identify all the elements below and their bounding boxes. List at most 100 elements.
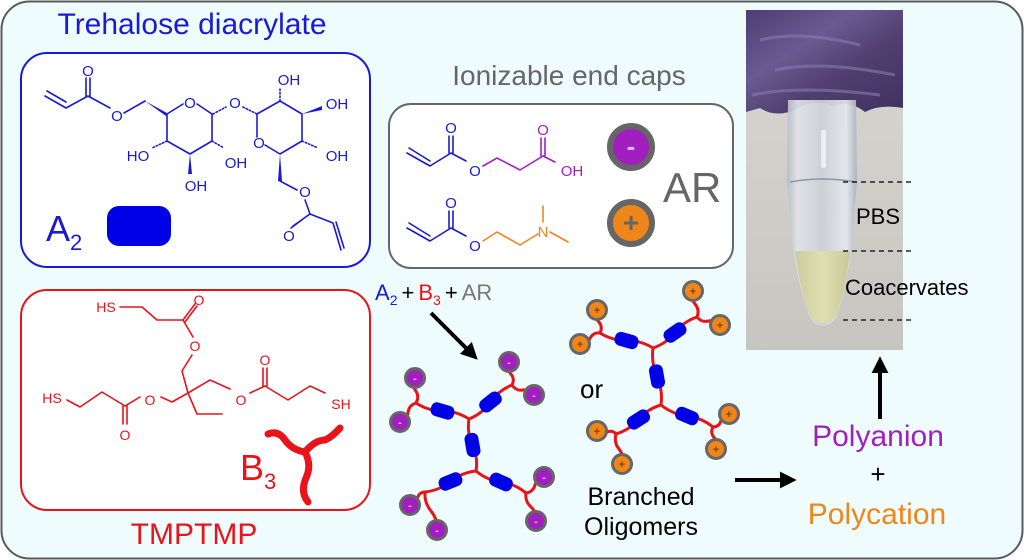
end-cap-bead bbox=[705, 438, 727, 460]
atom-o: O bbox=[445, 120, 457, 137]
charge-sign: - bbox=[534, 516, 538, 528]
coacervate-layer bbox=[795, 251, 850, 323]
arrow-to-anionic-oligomer bbox=[429, 311, 478, 360]
b3-caption: TMPTMP bbox=[131, 518, 258, 551]
b3-box bbox=[20, 289, 371, 511]
atom-hs: HS bbox=[96, 299, 115, 315]
end-cap-bead bbox=[399, 494, 421, 516]
charge-sign: + bbox=[594, 305, 600, 317]
a2-unit bbox=[430, 402, 455, 420]
a2-unit bbox=[663, 322, 687, 343]
polycation-label: Polycation bbox=[808, 498, 946, 531]
charge-sign: + bbox=[594, 426, 600, 438]
end-cap-bead bbox=[523, 384, 545, 406]
end-cap-bead bbox=[525, 510, 547, 532]
charge-sign: - bbox=[507, 357, 511, 369]
atom-n: N bbox=[538, 224, 549, 241]
atom-sh: SH bbox=[331, 396, 350, 412]
atom-o: O bbox=[236, 392, 247, 408]
charge-sign: + bbox=[717, 320, 723, 332]
end-cap-bead bbox=[682, 280, 704, 302]
anion-charge-icon bbox=[607, 123, 655, 171]
end-cap-bead bbox=[611, 453, 633, 475]
b3-panel: HS O O O O SH O O HS B3 TMPTM bbox=[20, 289, 371, 551]
atom-o: O bbox=[537, 122, 549, 139]
charge-sign: + bbox=[577, 339, 583, 351]
trehalose-diacrylate-structure: O O O O O HO OH OH OH bbox=[44, 63, 349, 251]
atom-o: O bbox=[283, 228, 295, 245]
atom-o: O bbox=[194, 292, 205, 308]
charge-sign: - bbox=[413, 373, 417, 385]
atom-o: O bbox=[120, 427, 131, 443]
atom-hs: HS bbox=[42, 390, 61, 406]
cationic-cap-structure: O O N bbox=[406, 195, 569, 255]
charge-sign: - bbox=[542, 472, 546, 484]
anionic-branched-oligomer: -------- bbox=[389, 351, 555, 541]
atom-oh: OH bbox=[278, 72, 301, 89]
b3-branch-icon bbox=[264, 424, 344, 506]
atom-oh: OH bbox=[185, 178, 208, 195]
end-cap-bead bbox=[569, 333, 591, 355]
a2-title: Trehalose diacrylate bbox=[57, 8, 326, 41]
atom-ho: HO bbox=[127, 148, 150, 165]
end-cap-bead bbox=[426, 519, 448, 541]
coacervate-photo: PBS Coacervates bbox=[746, 10, 969, 350]
atom-o: O bbox=[82, 63, 94, 80]
atom-oh: OH bbox=[326, 96, 349, 113]
end-cap-bead bbox=[586, 420, 608, 442]
a2-unit bbox=[675, 406, 699, 426]
atom-oh: OH bbox=[561, 163, 584, 180]
a2-unit bbox=[464, 432, 481, 458]
atom-oh: OH bbox=[225, 155, 248, 172]
charge-sign: + bbox=[690, 286, 696, 298]
atom-o: O bbox=[145, 392, 156, 408]
polyanion-label: Polyanion bbox=[812, 420, 944, 453]
tmptmp-structure: HS O O O O SH O O HS bbox=[42, 292, 350, 443]
mixture-plus: + bbox=[870, 459, 885, 489]
end-cap-bead bbox=[533, 466, 555, 488]
reaction-equation: A2+B3+AR bbox=[375, 280, 492, 308]
ar-panel: Ionizable end caps O O O OH - O O N bbox=[388, 60, 734, 269]
end-cap-bead bbox=[709, 314, 731, 336]
atom-o: O bbox=[299, 184, 311, 201]
atom-o: O bbox=[253, 135, 265, 152]
oligomer-caption-line1: Branched bbox=[587, 483, 694, 511]
atom-o: O bbox=[469, 238, 481, 255]
a2-unit bbox=[479, 391, 502, 413]
atom-o: O bbox=[111, 108, 123, 125]
a2-unit bbox=[438, 472, 463, 491]
cation-charge-sign: + bbox=[623, 207, 639, 238]
a2-block-icon bbox=[107, 206, 171, 246]
a2-unit bbox=[489, 472, 513, 492]
end-cap-bead bbox=[404, 367, 426, 389]
charge-sign: - bbox=[398, 417, 402, 429]
atom-o: O bbox=[190, 338, 201, 354]
oligomer-caption-line2: Oligomers bbox=[584, 513, 698, 541]
end-cap-bead bbox=[389, 411, 411, 433]
a2-unit bbox=[614, 331, 639, 350]
a2-unit bbox=[626, 409, 651, 430]
charge-sign: - bbox=[408, 500, 412, 512]
anionic-cap-structure: O O O OH bbox=[406, 120, 584, 180]
charge-sign: - bbox=[435, 525, 439, 537]
a2-label: A2 bbox=[46, 208, 82, 255]
end-cap-bead bbox=[586, 299, 608, 321]
anion-charge-sign: - bbox=[627, 131, 636, 161]
cationic-branched-oligomer: + + + + + + + + bbox=[569, 280, 740, 475]
cation-charge-icon bbox=[607, 199, 655, 247]
coacervates-label: Coacervates bbox=[845, 275, 969, 300]
a2-panel: Trehalose diacrylate O O O O O bbox=[20, 8, 371, 268]
pbs-label: PBS bbox=[856, 204, 900, 229]
charge-sign: + bbox=[713, 444, 719, 456]
charge-sign: + bbox=[619, 459, 625, 471]
b3-label: B3 bbox=[240, 447, 276, 494]
glove bbox=[746, 10, 903, 114]
atom-oh: OH bbox=[326, 148, 349, 165]
end-cap-bead bbox=[498, 351, 520, 373]
atom-o: O bbox=[445, 195, 457, 212]
end-cap-bead bbox=[718, 403, 740, 425]
ar-label: AR bbox=[663, 164, 721, 211]
charge-sign: + bbox=[726, 409, 732, 421]
atom-o: O bbox=[184, 95, 196, 112]
